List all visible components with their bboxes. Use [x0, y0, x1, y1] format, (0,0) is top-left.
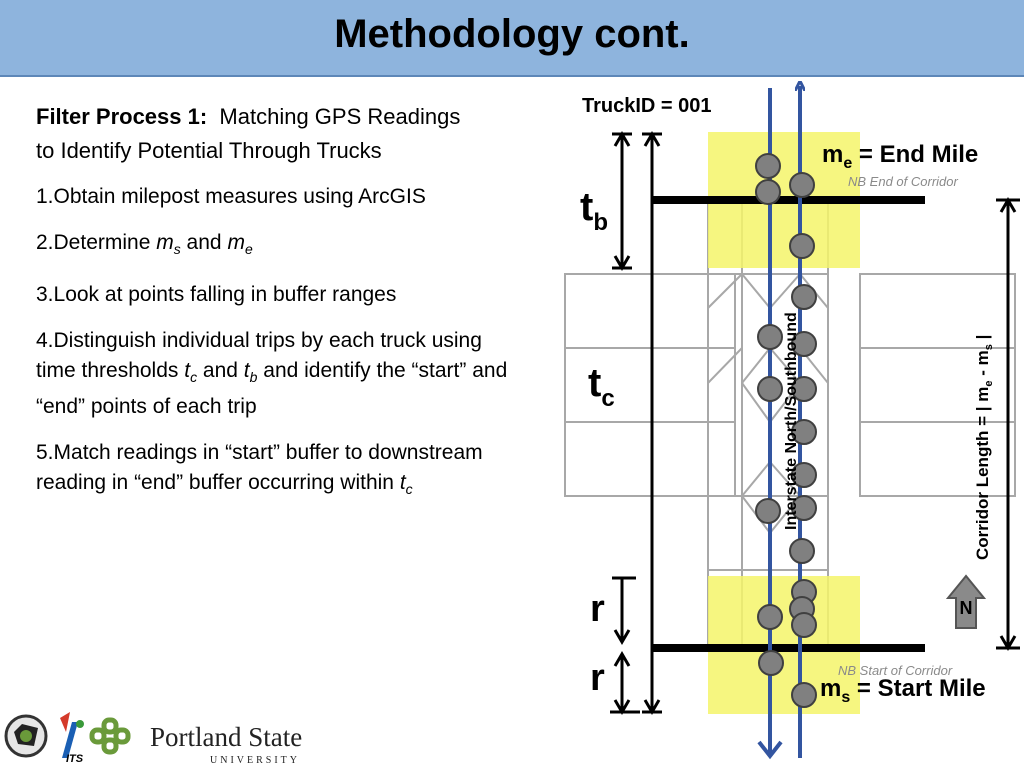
gps-point — [791, 495, 817, 521]
slide-title: Methodology cont. — [334, 12, 690, 56]
heading-bold: Filter Process 1: — [36, 104, 208, 129]
content-panel: Filter Process 1: Matching GPS Readings … — [36, 100, 526, 520]
dimension-lines — [610, 131, 1020, 715]
title-bar — [0, 0, 1024, 77]
step-5: 5.Match readings in “start” buffer to do… — [36, 441, 483, 497]
gps-point — [791, 284, 817, 310]
gps-point — [789, 233, 815, 259]
gps-points — [755, 153, 817, 708]
r-top-label: r — [590, 588, 605, 630]
gps-point — [757, 604, 783, 630]
truck-id-label: TruckID = 001 — [582, 95, 712, 117]
step-4: 4.Distinguish individual trips by each t… — [36, 329, 508, 418]
gps-point — [789, 538, 815, 564]
gps-point — [757, 324, 783, 350]
step-2: 2.Determine ms and me — [36, 231, 253, 257]
gps-point — [791, 419, 817, 445]
southbound-arrow-icon — [757, 740, 783, 760]
north-label: N — [960, 598, 973, 618]
nb-end-label: NB End of Corridor — [848, 174, 958, 189]
corridor-length-label: Corridor Length = | me - ms | — [973, 335, 995, 560]
start-mile-label: ms = Start Mile — [820, 675, 986, 706]
gps-point — [791, 376, 817, 402]
heading-line2: to Identify Potential Through Trucks — [36, 138, 382, 163]
gps-point — [755, 153, 781, 179]
heading-line1: Matching GPS Readings — [219, 104, 461, 129]
gps-point — [758, 650, 784, 676]
nb-start-label: NB Start of Corridor — [838, 663, 953, 678]
gps-point — [755, 179, 781, 205]
gps-point — [755, 498, 781, 524]
interstate-label: Interstate North/Southbound — [783, 312, 800, 530]
psu-knot-logo-icon — [89, 717, 131, 755]
tb-label: tb — [580, 185, 608, 236]
university-name: Portland State — [150, 722, 302, 752]
its-logo-icon: ITS — [60, 712, 84, 765]
svg-text:ITS: ITS — [66, 753, 84, 765]
footer-logos: ITS Portland State UNIVERSITY — [4, 712, 302, 766]
gps-point — [791, 612, 817, 638]
step-1: 1.Obtain milepost measures using ArcGIS — [36, 185, 426, 208]
tc-label: tc — [588, 361, 615, 412]
r-bottom-label: r — [590, 657, 605, 699]
north-arrow-icon — [945, 574, 987, 629]
university-sub: UNIVERSITY — [210, 755, 300, 766]
camera-logo-icon — [4, 714, 48, 758]
step-3: 3.Look at points falling in buffer range… — [36, 283, 397, 306]
filter-heading: Filter Process 1: Matching GPS Readings … — [36, 100, 526, 168]
end-mile-label: me = End Mile — [822, 141, 978, 172]
corridor-diagram: N TruckID = 001 me = End Mile NB End of … — [564, 78, 1020, 760]
gps-point — [789, 172, 815, 198]
steps-list: 1.Obtain milepost measures using ArcGIS … — [36, 182, 526, 504]
gps-point — [757, 376, 783, 402]
gps-point — [791, 682, 817, 708]
gps-point — [791, 462, 817, 488]
gps-point — [791, 331, 817, 357]
